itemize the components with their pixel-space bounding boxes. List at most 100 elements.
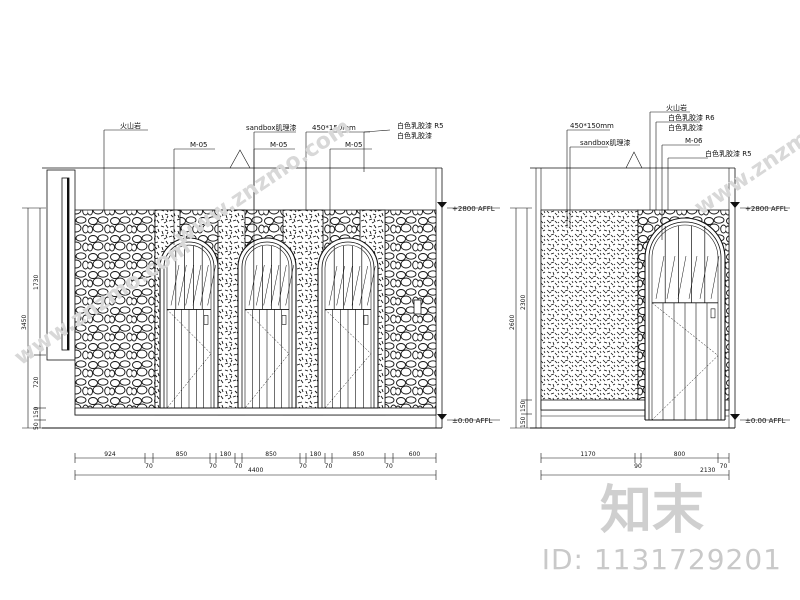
hdim-a-label-12: 600 <box>409 451 421 458</box>
level-bottom-b-label: ±0.00 AFFL <box>745 417 786 425</box>
vdim-a-2: 3450 <box>21 315 28 330</box>
glass-hatch <box>185 264 194 306</box>
elevation-b: +2800 AFFL ±0.00 AFFL 450*150mm sandbox肌… <box>509 103 790 480</box>
total-dim-a: 4400 <box>248 467 263 474</box>
elevation-a: +2800 AFFL ±0.00 AFFL 火山岩 sandbox肌 <box>21 121 500 480</box>
vdim-a-5: 50 <box>33 422 40 430</box>
door-inner-frame <box>163 241 215 408</box>
hdim-a-label-7: 70 <box>299 463 307 470</box>
glass-hatch <box>285 264 294 306</box>
callout-b-paint: 白色乳胶漆 R6 <box>668 113 715 122</box>
level-top-b: +2800 AFFL <box>730 202 790 213</box>
door-handle <box>710 308 716 319</box>
door-handle <box>203 315 209 325</box>
vdim-a-4: 150 <box>33 406 40 418</box>
arched-door-3 <box>317 237 379 409</box>
glass-hatch <box>270 264 280 306</box>
level-bottom-a: ±0.00 AFFL <box>437 414 500 425</box>
vdim-b-3: 150 <box>520 400 527 412</box>
callout-b-paint2: 白色乳胶漆 R5 <box>705 149 752 158</box>
watermark-id: ID: 1131729201 <box>541 543 782 576</box>
level-bottom-a-label: ±0.00 AFFL <box>452 417 493 425</box>
callout-a-plaster: sandbox肌理漆 <box>246 123 296 132</box>
hdim-a-label-0: 924 <box>104 451 116 458</box>
door-leaf-edge <box>244 244 290 408</box>
door-tag-a-3: M-05 <box>345 141 362 149</box>
hdim-a-label-4: 180 <box>220 451 232 458</box>
door-swing <box>244 309 290 409</box>
callout-b-paint-note: 白色乳胶漆 <box>668 123 703 132</box>
callout-a-paint: 白色乳胶漆 R5 <box>397 121 444 130</box>
hdim-a-label-11: 70 <box>385 463 393 470</box>
callouts-b <box>566 111 708 240</box>
door-handle <box>281 315 287 325</box>
glass-hatch <box>207 264 216 306</box>
door-leaf-edge <box>651 224 719 420</box>
door-tag-a-1: M-05 <box>190 141 207 149</box>
hdim-a-label-5: 70 <box>235 463 243 470</box>
glass-hatch <box>248 264 258 306</box>
glass-hatch <box>336 265 345 306</box>
door-swing <box>651 302 719 421</box>
glass-hatch <box>192 264 202 306</box>
wall-lamp <box>413 299 422 315</box>
door-inner-frame <box>241 241 293 408</box>
door-tag-a-2: M-05 <box>270 141 287 149</box>
skirting-b <box>540 399 730 411</box>
vdims-b <box>510 207 532 429</box>
vdim-b-4: 150 <box>520 416 527 428</box>
glass-hatch <box>688 255 698 299</box>
door-group-a <box>159 237 379 409</box>
glass-hatch <box>344 265 353 306</box>
glass-hatch <box>699 255 709 299</box>
hdim-a-label-3: 70 <box>209 463 217 470</box>
glass-hatch <box>256 264 265 306</box>
callout-a-tile: 450*150mm <box>312 124 356 132</box>
callout-a-stone: 火山岩 <box>120 121 141 130</box>
glass-hatch <box>263 264 272 306</box>
door-b <box>644 217 726 421</box>
vdims-a <box>22 207 46 429</box>
hdim-a-label-1: 70 <box>145 463 153 470</box>
watermark-brand: 知末 <box>600 481 705 541</box>
door-leaf-edge <box>324 244 372 408</box>
vdim-a-3: 720 <box>33 376 40 388</box>
hdim-b-label-1: 90 <box>634 463 642 470</box>
vdim-b-1: 2300 <box>520 295 527 310</box>
total-dim-b: 2130 <box>700 467 715 474</box>
glass-hatch <box>666 255 676 299</box>
glass-hatch <box>200 264 209 306</box>
glass-hatch <box>351 265 361 306</box>
vdim-a-1: 1730 <box>33 275 40 290</box>
hdim-a-label-9: 70 <box>325 463 333 470</box>
skirting-a <box>74 407 437 416</box>
hdim-a-label-6: 850 <box>265 451 277 458</box>
arched-door-2 <box>237 237 297 409</box>
vdim-b-2: 2600 <box>509 315 516 330</box>
level-top-a-label: +2800 AFFL <box>452 205 495 213</box>
hdim-b-label-0: 1170 <box>580 451 595 458</box>
callout-b-plaster: sandbox肌理漆 <box>580 138 630 147</box>
door-swing <box>166 309 212 409</box>
level-top-b-label: +2800 AFFL <box>745 205 788 213</box>
glass-hatch <box>278 264 287 306</box>
level-bottom-b: ±0.00 AFFL <box>730 414 790 425</box>
glass-hatch <box>677 255 687 299</box>
hdim-a-label-2: 850 <box>176 451 188 458</box>
glass-hatch <box>655 255 665 299</box>
hdim-b-label-2: 800 <box>674 451 686 458</box>
hdim-a-label-8: 180 <box>310 451 322 458</box>
glass-hatch <box>367 265 376 306</box>
glass-hatch <box>170 264 180 306</box>
door-inner-frame <box>321 241 375 408</box>
hdim-a-label-10: 850 <box>353 451 365 458</box>
plaster-wall-b <box>540 209 639 411</box>
level-top-a: +2800 AFFL <box>437 202 500 213</box>
door-swing <box>324 309 372 409</box>
door-inner-frame <box>648 221 722 420</box>
glass-hatch <box>359 265 368 306</box>
door-leaf-edge <box>166 244 212 408</box>
